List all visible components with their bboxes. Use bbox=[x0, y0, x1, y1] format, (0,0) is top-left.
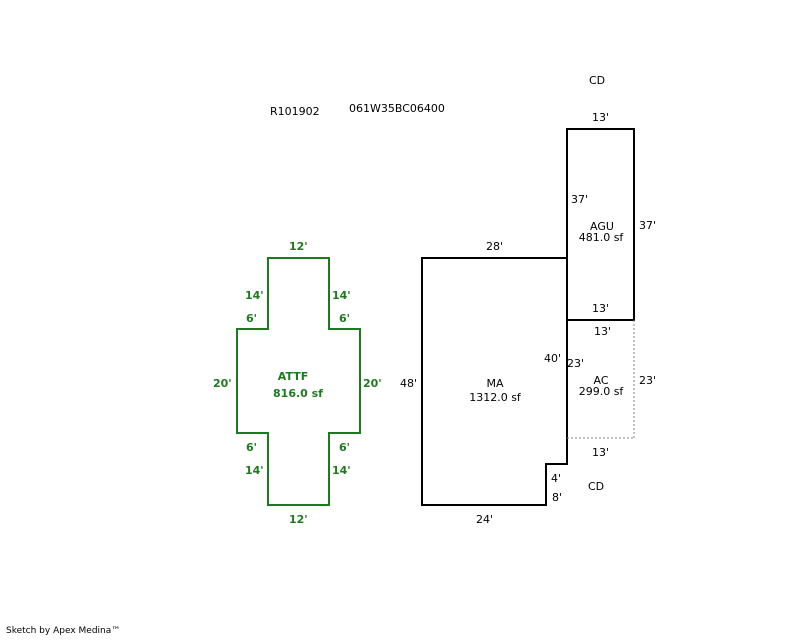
ac-dim-bottom: 13' bbox=[592, 446, 609, 459]
attf-dim-upper-step-left: 6' bbox=[246, 312, 257, 325]
attf-dim-lower-step-right: 6' bbox=[339, 441, 350, 454]
ma-label: MA bbox=[486, 377, 503, 390]
attf-dim-upper-right: 14' bbox=[332, 289, 351, 302]
ac-dim-top: 13' bbox=[594, 325, 611, 338]
sketch-credit: Sketch by Apex Medina™ bbox=[6, 626, 121, 636]
ma-dim-right: 40' bbox=[544, 352, 561, 365]
ma-dim-top: 28' bbox=[486, 240, 503, 253]
attf-dim-top: 12' bbox=[289, 240, 308, 253]
cd-label-top: CD bbox=[589, 74, 605, 87]
ma-dim-notch-h: 4' bbox=[551, 472, 561, 485]
cd-label-bottom: CD bbox=[588, 480, 604, 493]
parcel-id: R101902 bbox=[270, 105, 320, 118]
attf-dim-bottom: 12' bbox=[289, 513, 308, 526]
attf-dim-lower-left: 14' bbox=[245, 464, 264, 477]
agu-dim-top: 13' bbox=[592, 111, 609, 124]
agu-outline bbox=[566, 128, 635, 321]
attf-dim-lower-right: 14' bbox=[332, 464, 351, 477]
agu-dim-bottom: 13' bbox=[592, 302, 609, 315]
ma-dim-bottom: 24' bbox=[476, 513, 493, 526]
attf-label: ATTF bbox=[278, 370, 308, 383]
ac-dim-right: 23' bbox=[639, 374, 656, 387]
ma-area: 1312.0 sf bbox=[469, 391, 522, 404]
attf-dim-upper-step-right: 6' bbox=[339, 312, 350, 325]
agu-area: 481.0 sf bbox=[579, 231, 625, 244]
agu-dim-right: 37' bbox=[639, 219, 656, 232]
ma-dim-notch-v: 8' bbox=[552, 491, 562, 504]
map-number: 061W35BC06400 bbox=[349, 102, 445, 115]
attf-outline bbox=[236, 257, 361, 506]
agu-dim-left: 37' bbox=[571, 193, 588, 206]
ac-area: 299.0 sf bbox=[579, 385, 625, 398]
attf-area: 816.0 sf bbox=[273, 387, 323, 400]
attf-dim-lower-step-left: 6' bbox=[246, 441, 257, 454]
ac-label: AC bbox=[593, 374, 608, 387]
attf-dim-left: 20' bbox=[213, 377, 232, 390]
ac-dim-left: 23' bbox=[567, 357, 584, 370]
attf-dim-right: 20' bbox=[363, 377, 382, 390]
ma-dim-left: 48' bbox=[400, 377, 417, 390]
agu-label: AGU bbox=[590, 220, 614, 233]
attf-dim-upper-left: 14' bbox=[245, 289, 264, 302]
